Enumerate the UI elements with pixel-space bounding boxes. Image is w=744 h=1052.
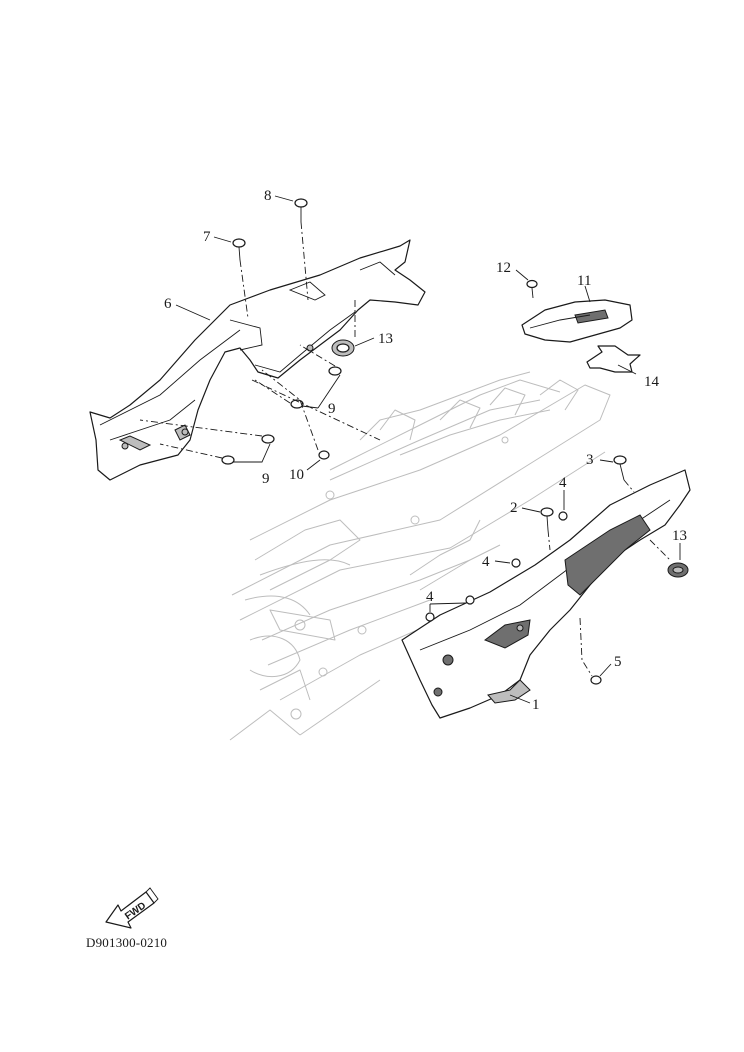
callout-2: 2: [510, 500, 518, 516]
callout-13-lower: 13: [672, 528, 687, 544]
callout-4-upper: 4: [559, 475, 567, 491]
grommet-13-upper: [331, 339, 355, 357]
callout-3: 3: [586, 452, 594, 468]
bolts-4: [425, 511, 568, 622]
callout-9-lower: 9: [262, 471, 270, 487]
fwd-arrow-icon: FWD: [105, 887, 159, 929]
callout-8: 8: [264, 188, 272, 204]
callout-5: 5: [614, 654, 622, 670]
bolt-8: [294, 198, 309, 301]
callout-9-upper: 9: [328, 401, 336, 417]
assembly-lines: [139, 300, 671, 561]
side-cover-part-1: [401, 469, 691, 719]
drawing-code: D901300-0210: [86, 935, 168, 950]
bolt-3: [613, 455, 635, 493]
leader-lines: [175, 195, 681, 704]
frame-outline: [229, 371, 611, 741]
callout-11: 11: [577, 273, 591, 289]
callout-10: 10: [289, 467, 304, 483]
callout-4-lower: 4: [426, 589, 434, 605]
rear-cowl-part-6: [89, 239, 426, 481]
callout-7: 7: [203, 229, 211, 245]
callout-1: 1: [532, 697, 540, 713]
callout-12: 12: [496, 260, 511, 276]
clip-10: [261, 369, 330, 460]
bolt-7: [232, 238, 249, 319]
grommet-13-lower: [667, 562, 689, 578]
callout-6: 6: [164, 296, 172, 312]
callout-labels: 1 2 3 4 4 4 5 6 7 8 9 9 10 11 12 13 13 1…: [164, 188, 687, 713]
rivets-9: [221, 366, 342, 465]
callout-4-middle: 4: [482, 554, 490, 570]
label-part-14: [586, 345, 641, 373]
callout-14: 14: [644, 374, 660, 390]
screw-5: [579, 617, 602, 685]
callout-13-upper: 13: [378, 331, 393, 347]
cover-part-11: [521, 299, 633, 343]
bolt-12: [526, 279, 538, 299]
bolt-2: [540, 507, 554, 551]
